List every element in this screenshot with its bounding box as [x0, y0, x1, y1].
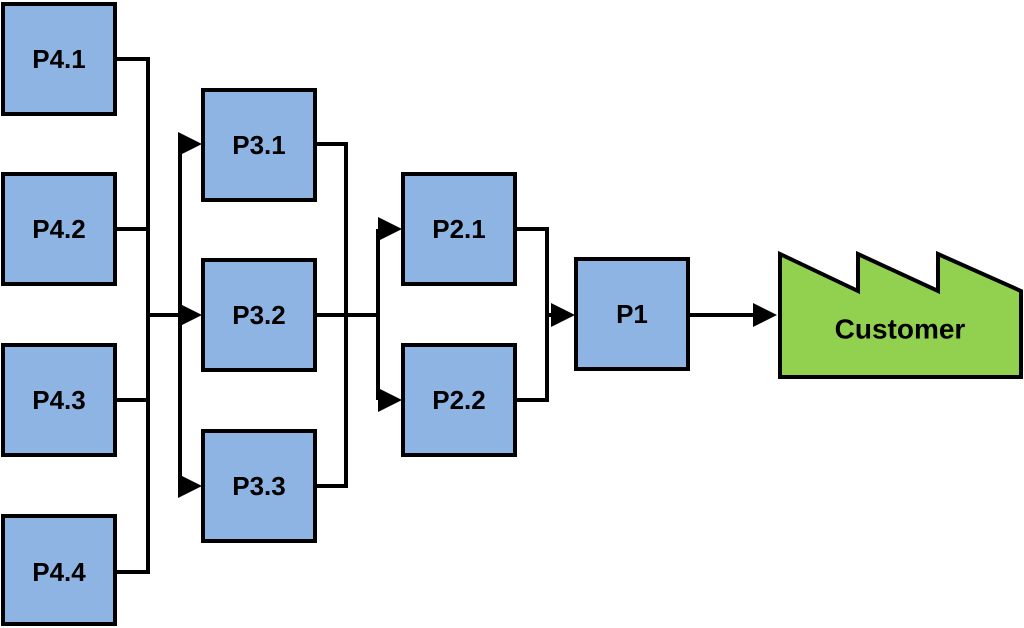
- node-p3-3-box: [201, 429, 317, 543]
- node-p2-1: P2.1: [401, 172, 517, 286]
- tier3-connectors: [315, 142, 402, 488]
- node-p3-2: P3.2: [201, 258, 317, 372]
- tier2-connectors: [515, 227, 575, 402]
- node-p4-4-box: [1, 514, 117, 626]
- node-p2-1-label: P2.1: [432, 214, 486, 244]
- node-p2-1-box: [401, 172, 517, 286]
- node-p2-2-label: P2.2: [432, 385, 486, 415]
- node-p3-2-box: [201, 258, 317, 372]
- node-p1: P1: [574, 257, 690, 371]
- node-p4-1: P4.1: [1, 2, 117, 116]
- node-p3-2-label: P3.2: [232, 300, 286, 330]
- node-p4-4: P4.4: [1, 514, 117, 626]
- node-p3-3-label: P3.3: [232, 471, 286, 501]
- node-p4-3-label: P4.3: [32, 385, 86, 415]
- node-p4-2-label: P4.2: [32, 214, 86, 244]
- node-p1-label: P1: [616, 299, 648, 329]
- node-p4-3: P4.3: [1, 343, 117, 457]
- factory-icon: [778, 250, 1023, 379]
- node-p3-1-box: [201, 88, 317, 202]
- tier4-connectors: [115, 57, 202, 574]
- node-p3-1: P3.1: [201, 88, 317, 202]
- connector-p2: [515, 227, 549, 402]
- node-p4-2-box: [1, 172, 117, 286]
- node-p4-1-label: P4.1: [32, 44, 86, 74]
- connector-p4-1: [115, 57, 150, 315]
- connector-p4-4: [115, 315, 150, 574]
- node-p2-2: P2.2: [401, 343, 517, 457]
- node-p1-box: [574, 257, 690, 371]
- node-p4-3-box: [1, 343, 117, 457]
- node-p4-1-box: [1, 2, 117, 116]
- node-p3-1-label: P3.1: [232, 130, 286, 160]
- customer-node: Customer: [778, 250, 1023, 379]
- node-p4-4-label: P4.4: [32, 557, 86, 587]
- node-p2-2-box: [401, 343, 517, 457]
- node-p4-2: P4.2: [1, 172, 117, 286]
- node-p3-3: P3.3: [201, 429, 317, 543]
- customer-label: Customer: [835, 314, 966, 345]
